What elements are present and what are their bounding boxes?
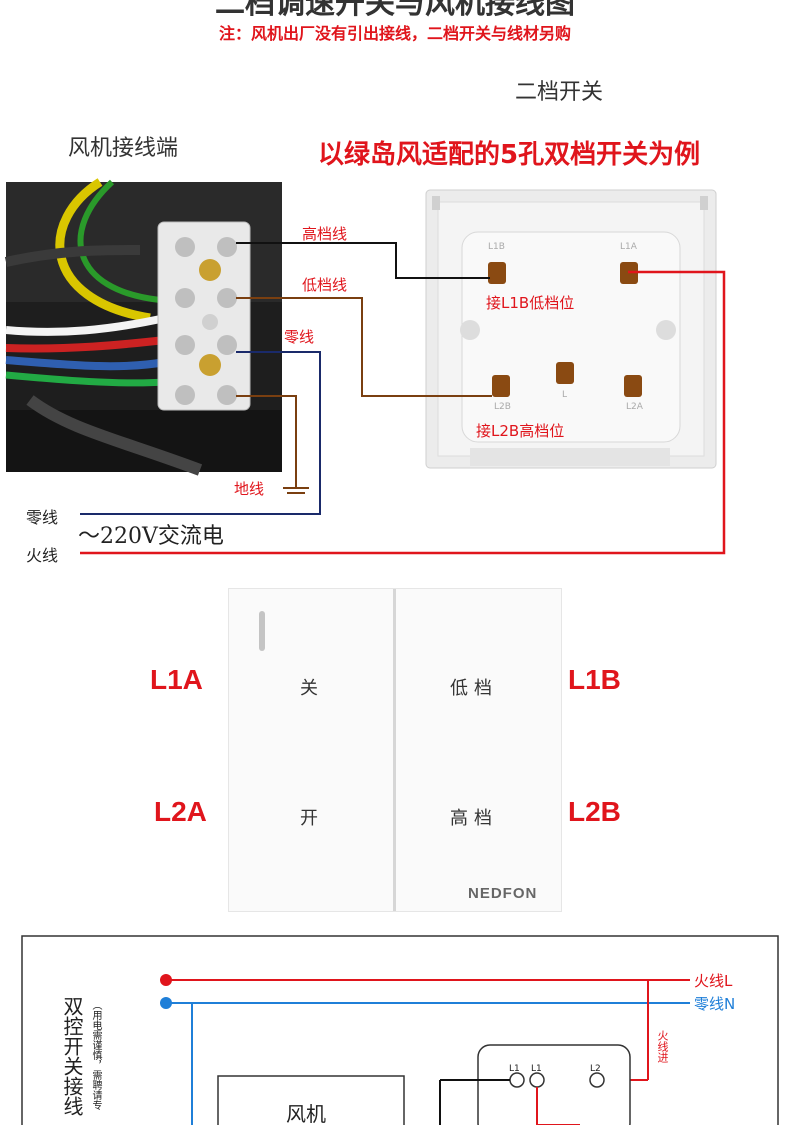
wire-label-low: 低档线 xyxy=(302,276,348,294)
switch-back-photo xyxy=(425,189,717,469)
terminal-l: L xyxy=(562,390,568,400)
schematic-title: 双控开关接线 xyxy=(60,996,84,1116)
button-label-on[interactable]: 开 xyxy=(300,808,324,829)
schematic-subnote: （用电需谨慎，需聘请专 xyxy=(90,1000,101,1110)
switch-face xyxy=(228,588,562,912)
wire-label-high: 高档线 xyxy=(302,225,348,243)
power-live-label: 火线 xyxy=(26,546,59,565)
wire-lines xyxy=(80,242,726,555)
schematic-neutral-label: 零线N xyxy=(694,995,736,1013)
switch-heading: 二档开关 xyxy=(515,80,604,105)
wire-label-neutral: 零线 xyxy=(284,328,315,346)
fan-terminal-photo xyxy=(4,178,282,476)
live-in-label: 火线进 xyxy=(656,1030,669,1063)
schematic-term-l11: L1 xyxy=(509,1064,520,1074)
button-label-high[interactable]: 高档 xyxy=(450,808,498,829)
example-title: 以绿岛风适配的5孔双档开关为例 xyxy=(318,140,701,170)
fan-box-label: 风机 xyxy=(286,1102,326,1126)
schematic-term-l1: L1 xyxy=(531,1064,542,1074)
button-label-low[interactable]: 低档 xyxy=(450,678,498,699)
code-l1b: L1B xyxy=(568,664,621,695)
schematic-svg xyxy=(21,935,779,1125)
wiring-diagram-svg xyxy=(4,178,726,555)
power-neutral-label: 零线 xyxy=(26,508,59,527)
page-note: 注：风机出厂没有引出接线，二档开关与线材另购 xyxy=(218,24,571,43)
page-title: 二档调速开关与风机接线图 xyxy=(215,0,575,21)
switch-divider xyxy=(393,589,396,911)
brand-logo: NEDFON xyxy=(468,885,538,902)
ac-power-label: ～220V交流电 xyxy=(78,524,224,549)
wire-label-ground: 地线 xyxy=(234,480,265,498)
schematic-live-label: 火线L xyxy=(694,972,733,990)
fan-heading: 风机接线端 xyxy=(68,136,179,161)
code-l2b: L2B xyxy=(568,796,621,827)
button-label-off[interactable]: 关 xyxy=(300,678,324,699)
terminal-l1a: L1A xyxy=(620,242,637,252)
indicator-light xyxy=(259,611,265,651)
annotation-l1b: 接L1B低档位 xyxy=(486,294,575,312)
code-l2a: L2A xyxy=(154,796,207,827)
schematic-term-l2: L2 xyxy=(590,1064,601,1074)
terminal-l2b: L2B xyxy=(494,402,511,412)
code-l1a: L1A xyxy=(150,664,203,695)
terminal-l1b: L1B xyxy=(488,242,505,252)
terminal-l2a: L2A xyxy=(626,402,643,412)
annotation-l2b: 接L2B高档位 xyxy=(476,422,565,440)
